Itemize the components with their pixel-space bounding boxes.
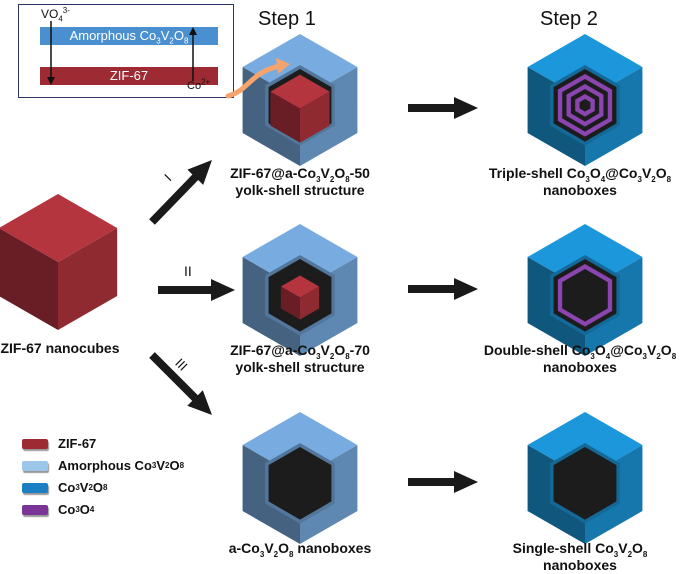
inset-zif-bar: ZIF-67 xyxy=(40,67,218,85)
arrow-shape xyxy=(408,97,478,119)
arrow-shape xyxy=(408,471,478,493)
cube-face-right xyxy=(58,228,118,330)
legend-swatch xyxy=(22,504,48,515)
step1-label-3: a-Co3V2O8 nanoboxes xyxy=(228,540,372,559)
cube-face-top xyxy=(270,74,330,109)
arrow-step2-row2 xyxy=(408,278,478,300)
cube-face-left xyxy=(0,228,58,330)
arrow-shape xyxy=(149,160,213,225)
inset-arrows xyxy=(47,21,197,85)
step1-title: Step 1 xyxy=(258,8,316,30)
inset-amorphous-bar: Amorphous Co3V2O8 xyxy=(40,27,218,45)
cube-face-left xyxy=(270,91,300,143)
orange-connector-arrow xyxy=(225,63,283,99)
step2-title: Step 2 xyxy=(540,8,598,30)
orange-arrowhead xyxy=(276,58,290,74)
inner-cavity-3 xyxy=(579,98,591,112)
inset-co-ion: Co2+ xyxy=(187,77,211,92)
zif67-nanocube xyxy=(0,194,118,330)
cube-face-right xyxy=(300,286,320,320)
arrow-step2-row3 xyxy=(408,471,478,493)
start-label: ZIF-67 nanocubes xyxy=(0,340,120,356)
arrow-route-i xyxy=(149,160,213,225)
route-label-ii: II xyxy=(184,263,192,279)
legend-swatch xyxy=(22,438,48,449)
yolk-core-cube xyxy=(280,275,320,320)
arrow-shape xyxy=(149,352,212,415)
cutaway-cavity xyxy=(268,446,332,520)
cube-face-right xyxy=(300,91,330,143)
cutaway-cavity xyxy=(553,446,617,520)
arrow-route-iii xyxy=(149,352,212,415)
cube-face-left xyxy=(280,286,300,320)
yolk-core-cube xyxy=(270,74,330,143)
inset-vo4-ion: VO43- xyxy=(41,6,70,24)
inner-cavity-1 xyxy=(562,268,608,322)
legend-swatch xyxy=(22,482,48,493)
legend-item-zif67: ZIF-67 xyxy=(22,436,96,451)
arrow-route-ii xyxy=(158,279,235,301)
inset-mechanism-box: Amorphous Co3V2O8 ZIF-67 VO43- Co2+ xyxy=(18,4,234,98)
arrow-step2-row1 xyxy=(408,97,478,119)
cube-face-top xyxy=(0,194,118,262)
arrow-shape xyxy=(158,279,235,301)
arrow-shape xyxy=(408,278,478,300)
legend-swatch xyxy=(22,460,48,471)
